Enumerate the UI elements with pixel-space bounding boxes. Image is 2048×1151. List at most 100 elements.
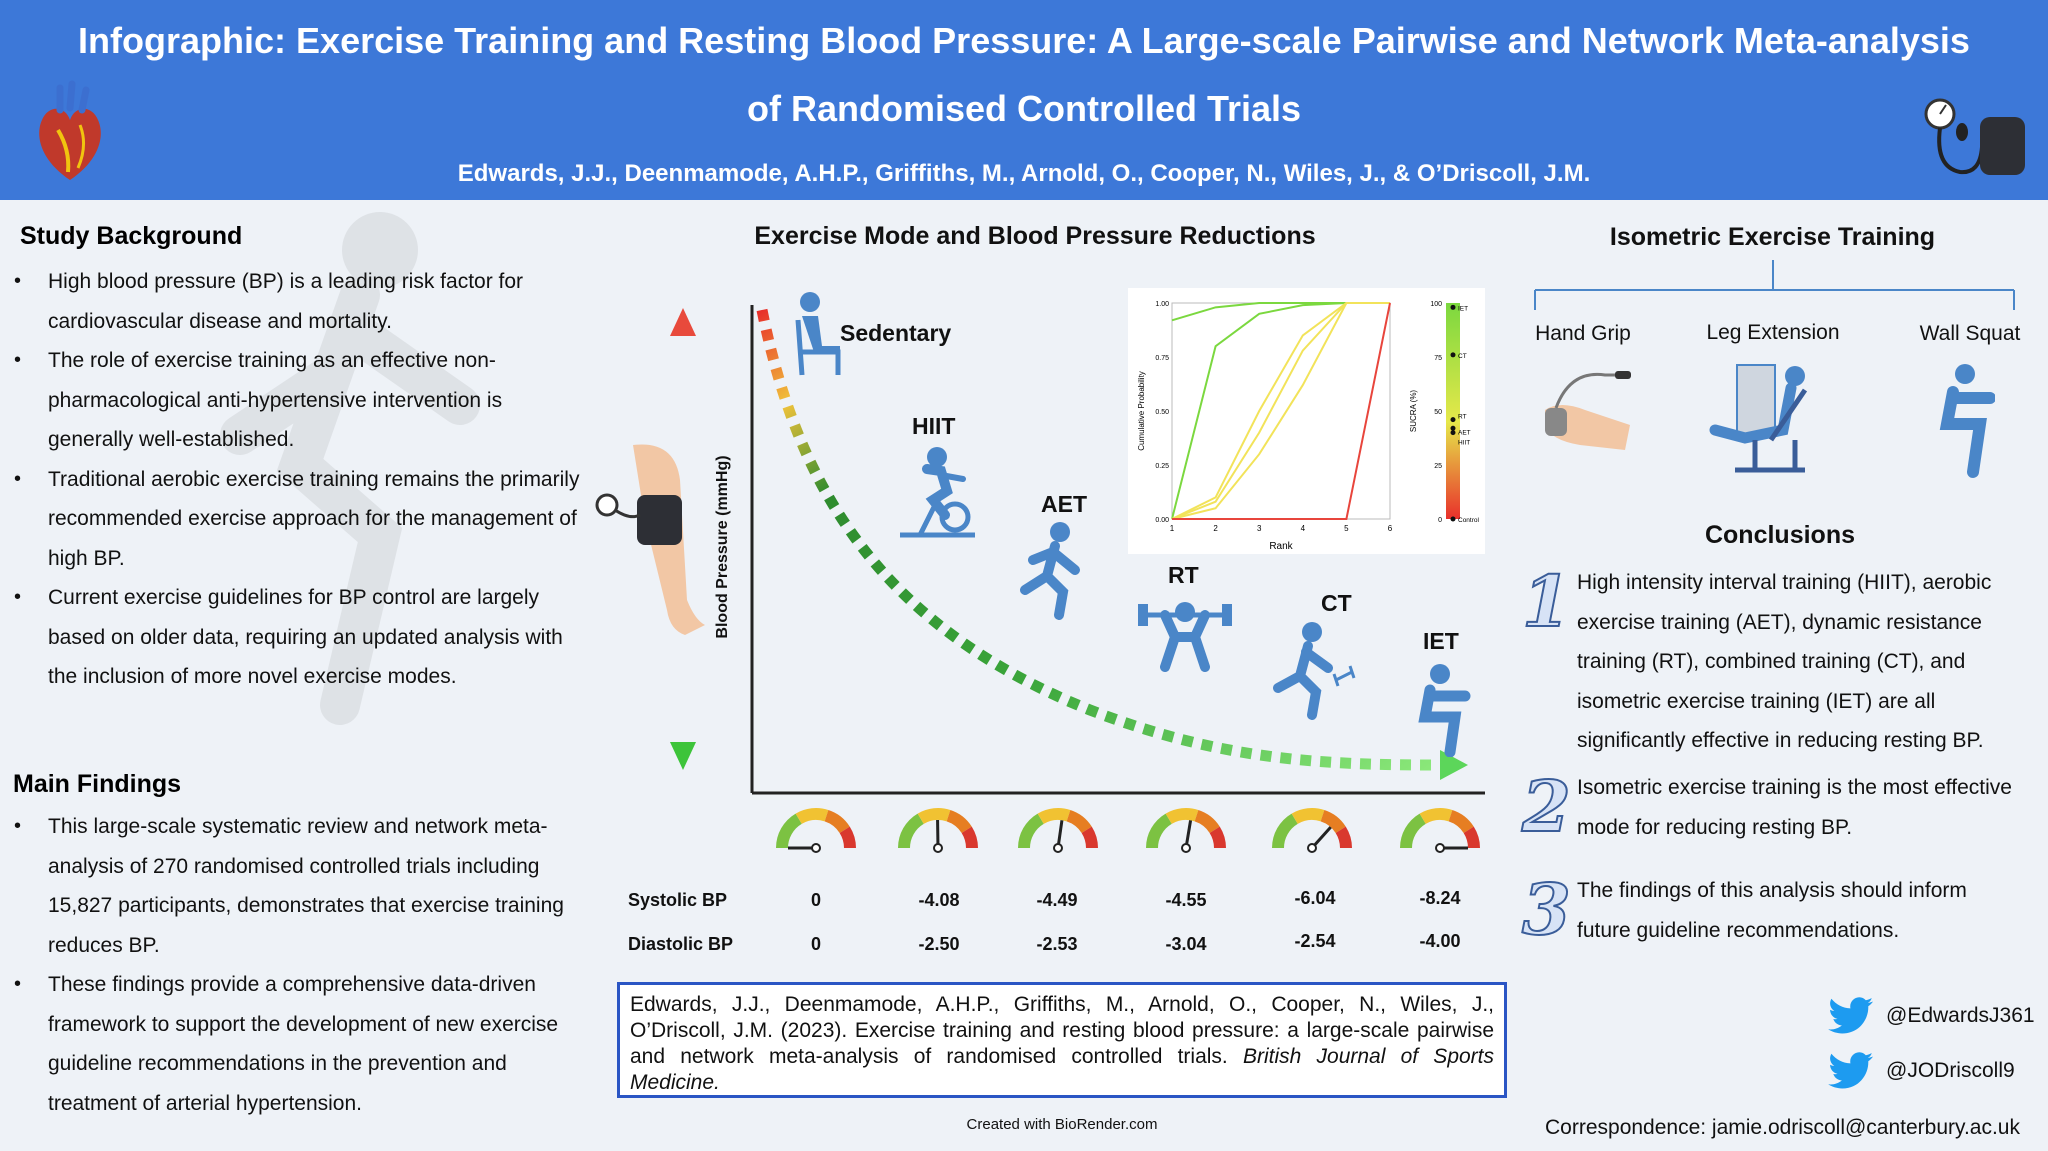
systolic-value: -8.24 — [1419, 888, 1461, 908]
sucra-marker-label: IET — [1458, 305, 1468, 312]
gauge-segment — [1320, 809, 1346, 834]
gauge-segment — [824, 809, 850, 834]
title-line-2: of Randomised Controlled Trials — [746, 88, 1302, 129]
isometric-branch-lines — [1534, 260, 2015, 310]
ct-runner-dumbbell-icon — [1273, 622, 1356, 720]
twitter-icon — [1828, 997, 1874, 1034]
gauge-segment — [1209, 826, 1226, 849]
findings-bullet: This large-scale systematic review and n… — [12, 807, 582, 965]
diastolic-value: -3.04 — [1165, 934, 1207, 954]
iso-hand-grip-label: Hand Grip — [1535, 322, 1631, 345]
sucra-marker-label: HIIT — [1458, 440, 1470, 447]
wall-squat-icon — [1939, 364, 1995, 478]
gauge-hub — [933, 843, 943, 853]
hiit-bike-icon — [900, 447, 975, 538]
label-ct: CT — [1321, 590, 1352, 616]
label-rt: RT — [1168, 562, 1199, 588]
gauge-segment — [839, 826, 856, 849]
sucra-marker-iet — [1450, 304, 1456, 310]
conclusion-text: High intensity interval training (HIIT),… — [1577, 571, 1992, 752]
systolic-value: -4.49 — [1036, 890, 1078, 910]
iso-leg-extension-label: Leg Extension — [1706, 321, 1840, 344]
gauge-hub — [811, 843, 821, 853]
diastolic-value: 0 — [810, 934, 821, 954]
gauge-hub — [1181, 843, 1191, 853]
citation-box: Edwards, J.J., Deenmamode, A.H.P., Griff… — [617, 982, 1507, 1098]
diastolic-value: -2.54 — [1294, 931, 1336, 951]
created-with: Created with BioRender.com — [966, 1116, 1158, 1133]
gauge-segment — [1066, 809, 1092, 834]
sucra-marker-label: AET — [1458, 429, 1471, 436]
twitter-icon — [1828, 1052, 1874, 1089]
diastolic-value: -4.00 — [1419, 931, 1461, 951]
gauge-segment — [1291, 808, 1325, 825]
twitter-handle-2[interactable]: @JODriscoll9 — [1886, 1059, 2015, 1082]
findings-list: This large-scale systematic review and n… — [12, 807, 582, 1123]
sucra-tick: 25 — [1434, 463, 1442, 470]
twitter-handle-1[interactable]: @EdwardsJ361 — [1886, 1004, 2035, 1027]
gauge-hub — [1435, 843, 1445, 853]
sucra-marker-ct — [1450, 352, 1456, 358]
rank-y-tick: 1.00 — [1155, 301, 1169, 308]
gauge-segment — [1463, 826, 1480, 849]
sucra-marker-control — [1450, 516, 1456, 522]
authors: Edwards, J.J., Deenmamode, A.H.P., Griff… — [457, 160, 1591, 187]
header-banner — [0, 0, 2048, 200]
sucra-tick: 0 — [1438, 517, 1442, 524]
systolic-value: -6.04 — [1294, 888, 1336, 908]
sucra-marker-label: RT — [1458, 414, 1467, 421]
background-bullet: Current exercise guidelines for BP contr… — [12, 578, 582, 697]
rank-x-tick: 5 — [1344, 524, 1349, 533]
sucra-marker-aet — [1450, 425, 1456, 431]
gauge-segment — [961, 826, 978, 849]
gauge-segment — [1018, 813, 1045, 849]
systolic-label: Systolic BP — [628, 890, 728, 910]
gauge-segment — [1400, 813, 1427, 849]
conclusion-text: Isometric exercise training is the most … — [1577, 776, 2012, 839]
rank-x-tick: 2 — [1213, 524, 1218, 533]
bp-change-arrows — [670, 308, 696, 770]
gauge-segment — [1448, 809, 1474, 834]
iet-wall-squat-icon — [1418, 664, 1471, 757]
rank-x-tick: 4 — [1301, 524, 1306, 533]
background-bullet: High blood pressure (BP) is a leading ri… — [12, 262, 582, 341]
conclusions-title: Conclusions — [1704, 521, 1855, 549]
gauge-segment — [1272, 813, 1299, 849]
rank-y-tick: 0.50 — [1155, 409, 1169, 416]
gauge-hub — [1053, 843, 1063, 853]
gauge-segment — [917, 808, 951, 825]
rank-line-control — [1172, 302, 1391, 520]
findings-title: Main Findings — [13, 770, 182, 798]
background-bullet: The role of exercise training as an effe… — [12, 341, 582, 460]
sucra-label: SUCRA (%) — [1409, 390, 1418, 433]
gauge-segment — [1081, 826, 1098, 849]
sucra-tick: 50 — [1434, 409, 1442, 416]
rank-x-tick: 3 — [1257, 524, 1262, 533]
sucra-tick: 100 — [1430, 301, 1442, 308]
modes-title: Exercise Mode and Blood Pressure Reducti… — [754, 222, 1316, 250]
gauge-segment — [1165, 808, 1199, 825]
rt-weightlifter-icon — [1138, 602, 1232, 672]
diastolic-label: Diastolic BP — [628, 934, 734, 954]
conclusion-text: The findings of this analysis should inf… — [1577, 879, 1967, 942]
hand-grip-icon — [1545, 371, 1631, 450]
conclusion-number: 3 — [1521, 867, 1572, 952]
gauge-segment — [776, 813, 803, 849]
conclusion-number: 2 — [1521, 764, 1572, 849]
gauge-row — [776, 808, 1480, 853]
heart-icon — [39, 80, 101, 180]
label-hiit: HIIT — [912, 413, 956, 439]
title-line-1: Infographic: Exercise Training and Resti… — [78, 20, 1970, 61]
correspondence-email[interactable]: Correspondence: jamie.odriscoll@canterbu… — [1545, 1116, 2020, 1139]
blood-pressure-monitor-icon — [1924, 98, 2025, 175]
gauge-segment — [1194, 809, 1220, 834]
sucra-marker-hiit — [1450, 430, 1456, 436]
gauge-segment — [1419, 808, 1453, 825]
background-title: Study Background — [20, 222, 243, 250]
citation-journal: British Journal of Sports Medicine. — [630, 1045, 1495, 1094]
label-iet: IET — [1423, 628, 1459, 654]
rank-xlabel: Rank — [1269, 541, 1293, 552]
conclusion-number: 1 — [1521, 559, 1572, 644]
